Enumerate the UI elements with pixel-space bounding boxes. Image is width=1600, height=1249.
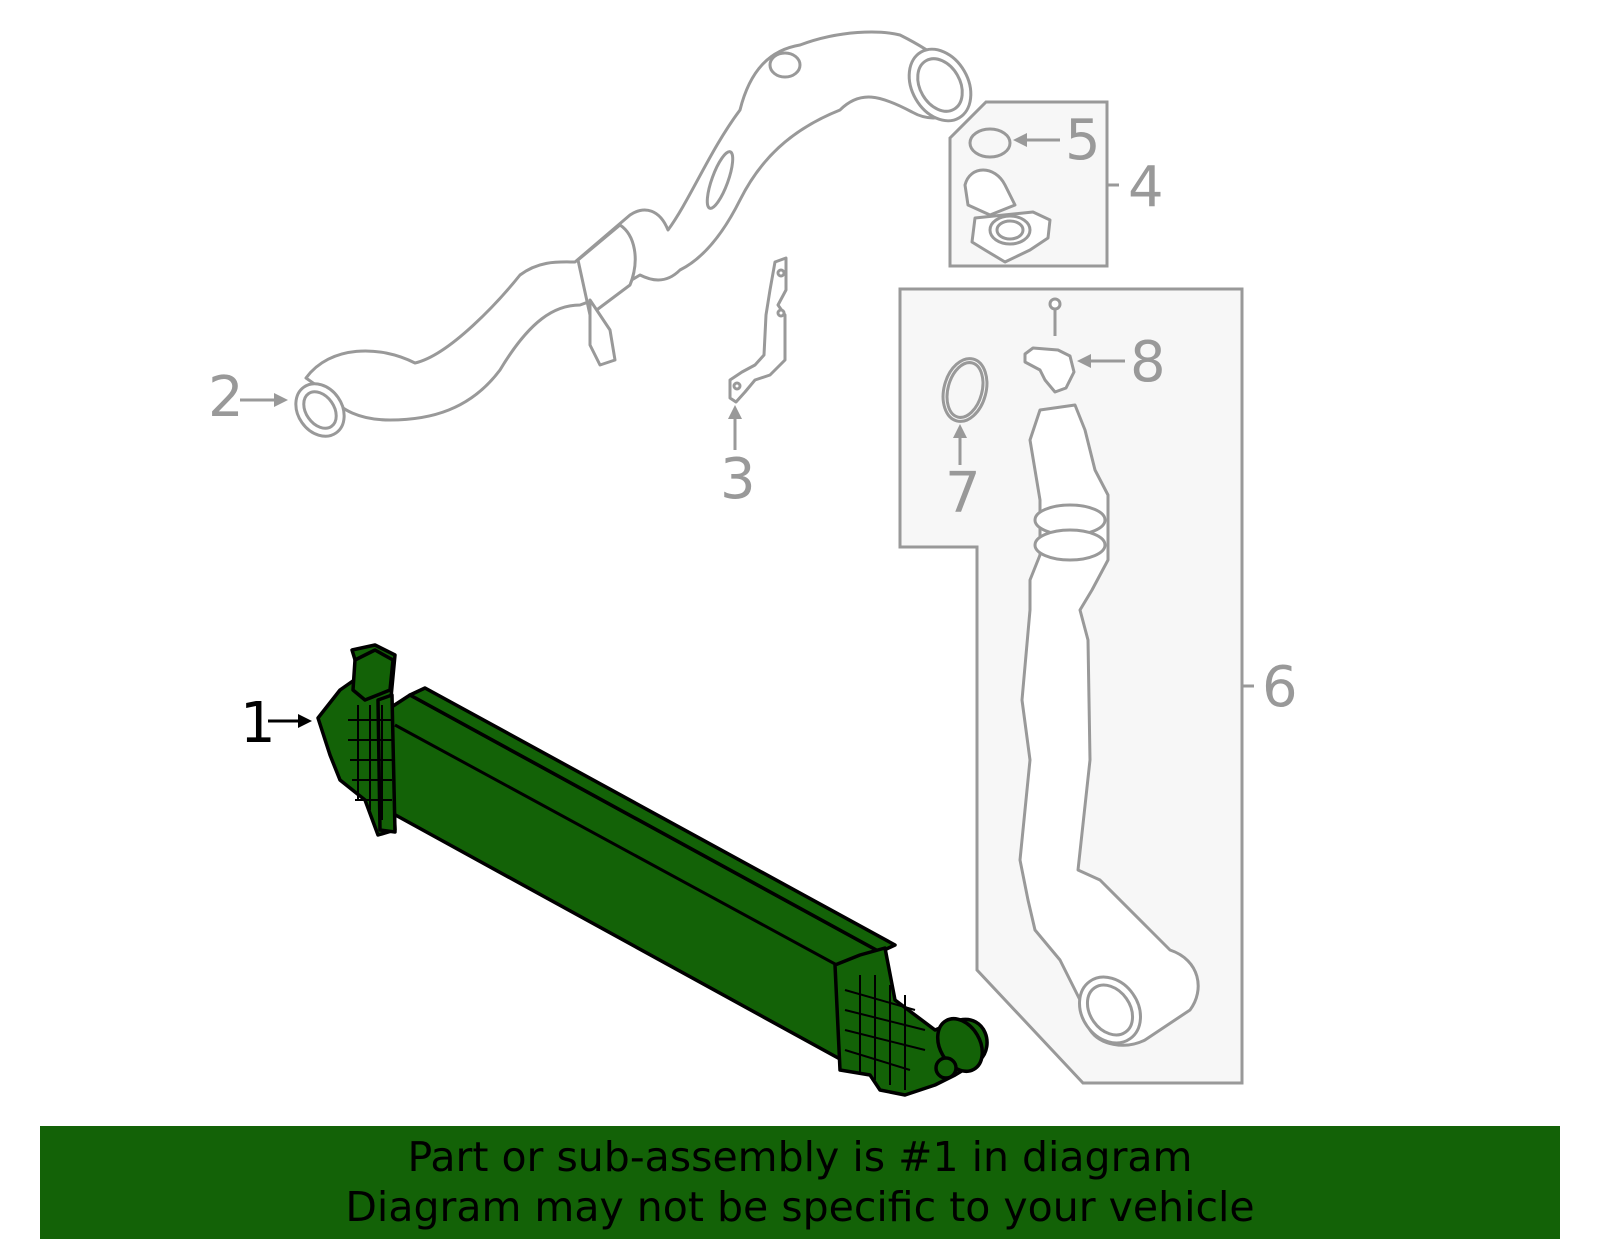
sensor-part (1023, 297, 1076, 394)
bracket-part (728, 256, 788, 404)
leader-lines (240, 133, 1125, 728)
banner-line-2: Diagram may not be specific to your vehi… (345, 1183, 1255, 1231)
info-banner: Part or sub-assembly is #1 in diagram Di… (40, 1126, 1560, 1239)
outlet-tube-part (1018, 403, 1200, 1047)
seal-ring-part (941, 357, 989, 423)
intercooler-inlet-hose-part (294, 30, 973, 438)
callout-4[interactable]: 4 (1128, 155, 1164, 220)
throttle-adapter-part (963, 168, 1052, 264)
callout-7[interactable]: 7 (945, 461, 981, 526)
banner-line-1: Part or sub-assembly is #1 in diagram (407, 1133, 1193, 1181)
callout-5[interactable]: 5 (1065, 108, 1101, 173)
callout-2[interactable]: 2 (208, 365, 244, 430)
intercooler-part (316, 643, 989, 1097)
callout-1[interactable]: 1 (240, 691, 276, 756)
callout-6[interactable]: 6 (1262, 655, 1298, 720)
callout-3[interactable]: 3 (720, 447, 756, 512)
o-ring-part (968, 127, 1012, 159)
callout-8[interactable]: 8 (1130, 330, 1166, 395)
